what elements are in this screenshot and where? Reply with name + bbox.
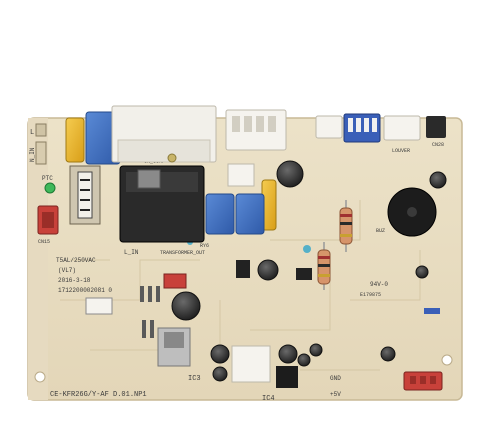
connector-white-lower [231,345,271,383]
label-l-in: L_IN [124,249,139,256]
label-fuse-rating: T5AL/250VAC [56,257,96,264]
electrolytic-cap-br-2 [415,265,429,279]
label-5v: +5V [330,391,341,398]
regulator-ic3-tab [164,332,184,348]
main-relay-terminal [137,169,161,189]
fuse-filament [80,179,90,211]
electrolytic-cap-large [171,291,201,321]
mount-hole [441,354,453,366]
label-date-code: 2016-3-18 [58,277,91,284]
label-version: (VL7) [58,267,76,274]
label-ic3: IC3 [188,375,201,383]
diodes [140,286,160,338]
label-ry6: RY6 [200,243,209,249]
electrolytic-cap-low-2 [212,366,228,382]
label-ic4: IC4 [262,395,275,403]
white-relay-lower [117,139,211,163]
ptc-thermistor [44,182,56,194]
relay-stud [167,153,177,163]
electrolytic-cap-mid [257,259,279,281]
chip-soic-1 [236,260,250,278]
electrolytic-cap-low-5 [309,343,323,357]
mount-hole [34,371,46,383]
label-louver: LOUVER [392,148,410,154]
connector-red-bottom-pins [410,376,436,384]
label-ptc: PTC [42,175,53,182]
terminal-n [35,141,47,165]
label-transformer: TRANSFORMER_OUT [160,250,205,256]
transistor-ic4 [276,366,298,388]
electrolytic-cap-low-1 [210,344,230,364]
electrolytic-cap-low-3 [278,344,298,364]
resistor-1 [339,200,353,252]
mount-hole [303,245,311,253]
chip-soic-2 [296,268,312,280]
label-serial: 1712200002081 0 [58,287,112,294]
connector-louver [383,115,421,141]
blue-capacitor-2 [235,193,265,235]
barcode-label [85,297,113,315]
label-ul-file: E179875 [360,292,381,298]
connector-white-mid [227,163,255,187]
label-gnd: GND [330,375,341,382]
resistor-2 [317,242,331,290]
electrolytic-cap-top [276,160,304,188]
electrolytic-cap-br-1 [380,346,396,362]
connector-blue-pins [348,118,377,132]
switch-top-right [426,116,446,138]
label-n-in: N_IN [29,147,36,162]
connector-white-small [315,115,343,139]
label-model-code: CE-KFR26G/Y-AF D.01.NP1 [50,391,147,399]
connector-red-mid [163,273,187,289]
label-l: L [30,129,34,137]
fuse-body [77,171,93,219]
label-cn15: CN15 [38,239,50,245]
pcb-left-tab [28,118,48,400]
electrolytic-cap-right [429,171,447,189]
connector-red-left-slot [42,212,54,228]
label-ul-mark: 94V-0 [370,281,388,288]
terminal-l [35,123,47,137]
label-cn28: CN28 [432,142,444,148]
connector-white-pins [232,116,276,132]
fuse-capacitor [65,117,85,163]
label-buzzer: BUZ [376,228,385,234]
blue-capacitor-1 [205,193,235,235]
buzzer-center [407,207,417,217]
blue-indicator [424,308,440,314]
electrolytic-cap-low-4 [297,353,311,367]
main-relay-top [126,172,198,192]
